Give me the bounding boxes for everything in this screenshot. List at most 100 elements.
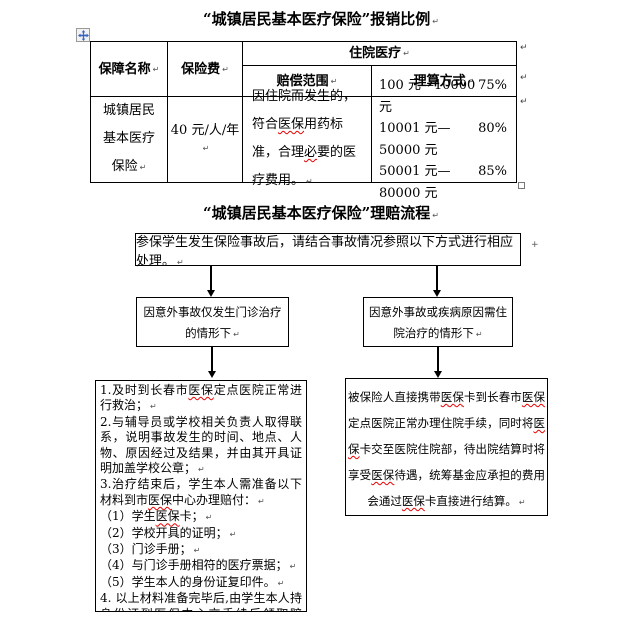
paragraph-mark: ↵ <box>229 529 237 539</box>
text-line: 2.与辅导员或学校相关负责人取得联系，说明事故发生的时间、地点、人物、原因经过及… <box>100 415 302 478</box>
text-segment: 要的医疗费用。 <box>252 145 357 188</box>
text-segment: 定点医院正常办理住院手续，同时将 <box>348 416 534 430</box>
paragraph-mark: ↵ <box>432 211 439 220</box>
header-fee-label: 保险费 <box>181 61 221 77</box>
cell-mark: ↵ <box>403 49 410 58</box>
text-segment: 4. 以上材料准备完毕后,由学生本人持身份证到 <box>100 591 302 611</box>
text-segment: 因意外事故仅发生门诊治疗 <box>143 305 282 319</box>
text-segment: 待遇，统筹基金应承担的费用会通过 <box>367 468 545 508</box>
flow-start-box: 参保学生发生保险事故后，请结合事故情况参照以下方式进行相应处理。↵ <box>135 233 521 269</box>
text-segment: 卡直接进行结算。 <box>424 494 517 508</box>
tier-row: 10001 元—50000 元 80% <box>372 118 516 161</box>
text-segment: （4）与门诊手册相符的医疗票据； <box>100 558 288 573</box>
text-line: （4）与门诊手册相符的医疗票据；↵ <box>100 558 302 574</box>
row-end-mark: ↵ <box>520 73 528 83</box>
table-resize-handle[interactable] <box>518 182 525 189</box>
body-cell-scope: 因住院而发生的，符合医保用药标准，合理必要的医疗费用。↵ <box>243 89 372 188</box>
flow-outpatient-branch-box: 因意外事故仅发生门诊治疗的情形下↵ <box>136 297 289 347</box>
text-segment: 被保险人直接携带 <box>348 390 441 404</box>
spellchecked-word: 医保 <box>521 390 545 404</box>
body-cell-fee: 40 元/人/年↵ <box>168 97 243 182</box>
text-line: 城镇居民 <box>91 97 167 125</box>
reimbursement-table: 保障名称↵ 保险费↵ 住院医疗↵ 赔偿范围↵ 理算方式↵ 城镇居民基本医疗保险↵… <box>90 41 517 201</box>
row-end-mark: ↵ <box>520 43 528 53</box>
header-cell-scope: 赔偿范围↵ <box>243 66 372 97</box>
text-line: 因意外事故仅发生门诊治疗 <box>137 302 288 323</box>
text-segment: 用药标准，合理 <box>252 117 344 160</box>
flow-connector-line <box>211 347 213 372</box>
tier-row: 100 元—10000 元 75% <box>372 75 516 118</box>
tier-rate: 80% <box>478 121 507 136</box>
paragraph-mark: ↵ <box>150 402 157 412</box>
spellchecked-word: 医保 <box>188 383 214 397</box>
tier-range: 100 元—10000 元 <box>379 78 476 115</box>
spellchecked-word: 医保 <box>148 492 173 507</box>
spellchecked-word: 医保 <box>155 509 180 524</box>
paragraph-mark: ↵ <box>193 546 201 556</box>
text-line: （3）门诊手册；↵ <box>100 542 302 558</box>
paragraph-mark: ↵ <box>205 513 213 523</box>
text-line: 3.治疗结束后，学生本人需准备以下材料到市医保中心办理赔付：↵ <box>100 477 302 509</box>
header-name-label: 保障名称 <box>98 61 151 77</box>
text-line: 1.及时到长春市医保定点医院正常进行救治；↵ <box>100 383 302 415</box>
text-segment: 因住院而发生的，符合 <box>252 89 357 132</box>
cell-mark: ↵ <box>152 64 160 74</box>
text-segment: （2）学校开具的证明； <box>100 525 228 540</box>
text-segment: 卡到长春市 <box>463 390 522 404</box>
text-line: 被保险人直接携带医保卡到长春市医保定点医院正常办理住院手续，同时将医保卡交至医院… <box>348 384 545 515</box>
spellchecked-word: 医保 <box>401 494 425 508</box>
text-segment: 定点医院正常进行救治； <box>100 383 302 413</box>
down-arrowhead-icon <box>434 371 442 378</box>
text-segment: 3.治疗结束后，学生本人需准备以下材料到市 <box>100 477 302 507</box>
flow-inpatient-branch-box: 因意外事故或疾病原因需住院治疗的情形下↵ <box>363 297 513 347</box>
flow-outpatient-detail-box: 1.及时到长春市医保定点医院正常进行救治；↵2.与辅导员或学校相关负责人取得联系… <box>95 380 307 612</box>
text-line: 因意外事故或疾病原因需住 <box>364 302 512 323</box>
text-segment: （5）学生本人的身份证复印件。 <box>100 574 276 589</box>
body-cell-tiers: 100 元—10000 元 75% 10001 元—50000 元 80% 50… <box>372 78 516 201</box>
spellchecked-word: 医保 <box>154 607 181 611</box>
flow-connector-line <box>437 347 439 372</box>
cell-mark: ↵ <box>222 64 229 74</box>
row-end-mark: ↵ <box>520 97 528 107</box>
text-line: 的情形下↵ <box>137 323 288 345</box>
tier-rate: 85% <box>478 164 507 179</box>
claims-title-text: “城镇居民基本医疗保险”理赔流程 <box>203 204 431 222</box>
text-segment: （3）门诊手册； <box>100 542 192 557</box>
spellchecked-word: 医保 <box>278 117 305 132</box>
flow-inpatient-detail-box: 被保险人直接携带医保卡到长春市医保定点医院正常办理住院手续，同时将医保卡交至医院… <box>345 378 548 516</box>
text-line: 因住院而发生的，符合医保用药标准，合理必要的医疗费用。↵ <box>243 83 371 196</box>
header-cell-fee: 保险费↵ <box>168 42 243 97</box>
text-segment: 1.及时到长春市 <box>100 383 189 397</box>
spellchecked-word: 医保 <box>440 390 464 404</box>
text-line: 基本医疗 <box>91 125 167 153</box>
paragraph-mark: ↵ <box>139 163 147 172</box>
paragraph-mark: ↵ <box>177 257 184 267</box>
text-segment: 2.与辅导员或学校相关负责人取得联系，说明事故发生的时间、地点、人物、原因经过及… <box>100 414 302 476</box>
text-segment: 参保学生发生保险事故后，请结合事故情况参照以下方式进行相应处理。 <box>136 234 514 269</box>
paragraph-mark: ↵ <box>233 330 240 339</box>
text-segment: 基本医疗 <box>102 131 155 146</box>
text-segment: 卡； <box>179 509 204 524</box>
header-cell-name: 保障名称↵ <box>91 42 168 97</box>
paragraph-mark: ↵ <box>258 496 265 506</box>
header-cell-hospital-group: 住院医疗↵ <box>243 42 516 66</box>
paragraph-mark: ↵ <box>289 562 297 572</box>
spellchecked-word: 医保 <box>371 468 395 482</box>
tier-range: 10001 元—50000 元 <box>379 121 451 158</box>
paragraph-mark: ↵ <box>277 578 285 588</box>
text-segment: 中心交手续后领取赔款。 <box>100 607 302 611</box>
claims-title: “城镇居民基本医疗保险”理赔流程↵ <box>0 203 642 226</box>
tier-rate: 75% <box>478 78 507 93</box>
table-move-handle[interactable] <box>76 28 90 42</box>
text-segment: 因意外事故或疾病原因需住 <box>369 305 507 319</box>
text-segment: 40 元/人/年 <box>170 123 240 138</box>
anchor-mark: + <box>531 240 539 250</box>
tier-range: 50001 元—80000 元 <box>379 164 451 201</box>
text-line: 院治疗的情形下↵ <box>364 323 512 345</box>
text-line: 4. 以上材料准备完毕后,由学生本人持身份证到医保中心交手续后领取赔款。↵ <box>100 591 302 611</box>
header-method-label: 理算方式 <box>413 73 466 89</box>
spellchecked-word: 必 <box>304 145 318 160</box>
flow-connector-line <box>436 266 438 291</box>
text-segment: 中心办理赔付： <box>172 492 257 507</box>
